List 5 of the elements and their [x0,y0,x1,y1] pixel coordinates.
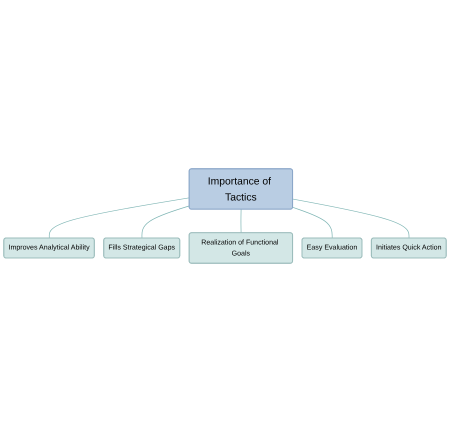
connector [142,206,190,239]
connector [48,197,190,239]
connector [292,206,333,239]
connector [240,209,242,234]
connector [292,198,410,239]
